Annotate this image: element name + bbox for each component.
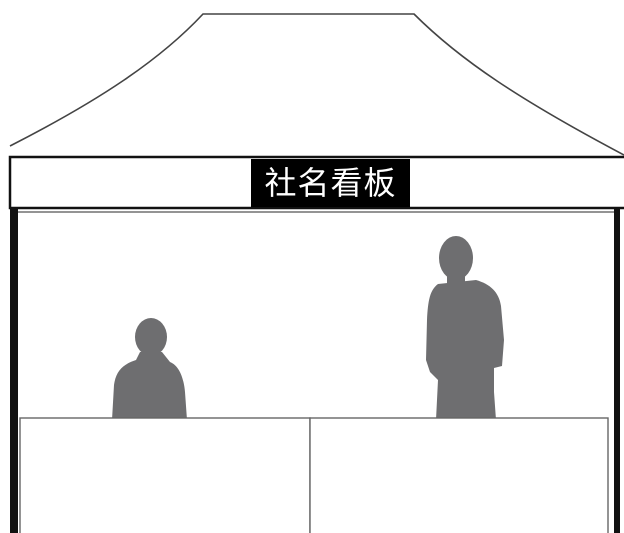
left-tent-pole (10, 208, 18, 533)
standing-person-icon (426, 236, 504, 420)
counter-right (309, 417, 609, 533)
tent-canopy-outline (9, 13, 624, 156)
company-signboard-label: 社名看板 (251, 159, 410, 207)
right-tent-pole (614, 208, 620, 533)
counter-left (19, 417, 311, 533)
seated-person-icon (112, 318, 187, 420)
